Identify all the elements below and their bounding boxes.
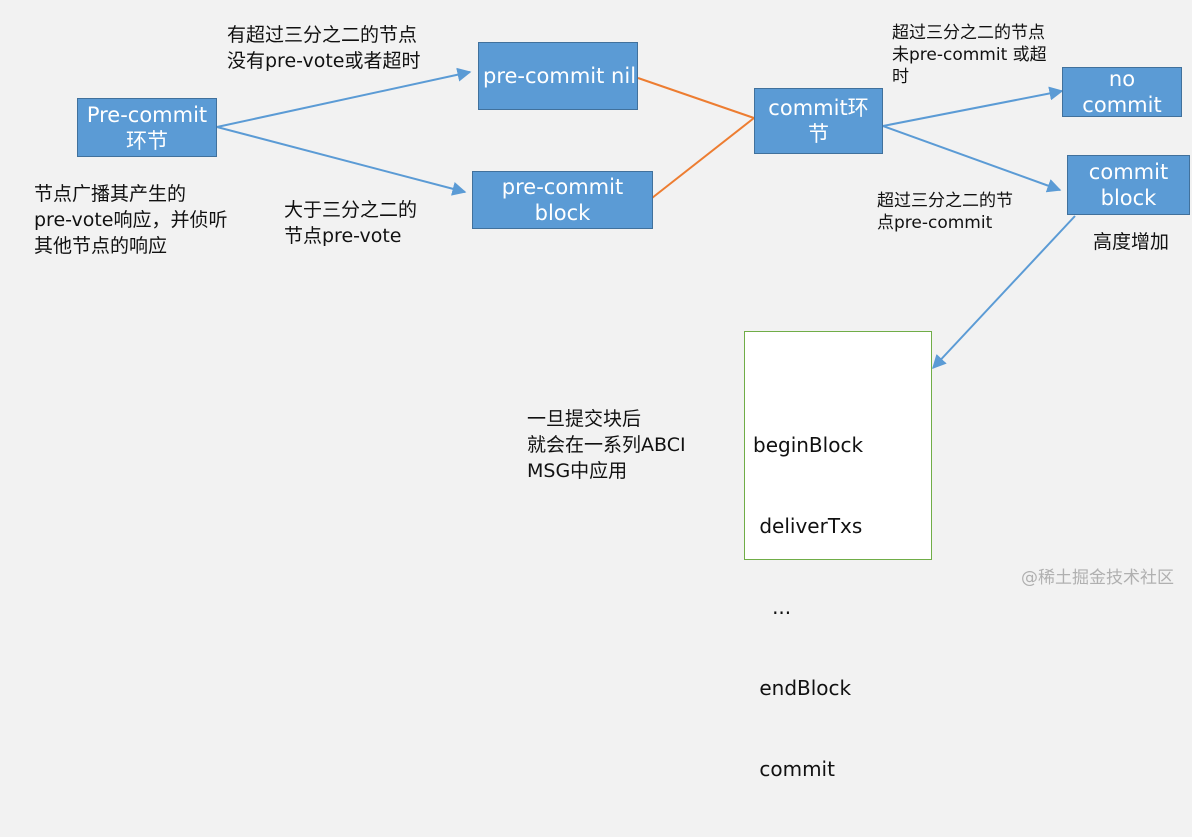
abci-line: beginBlock xyxy=(753,433,864,457)
edge-precommit-to-block xyxy=(216,126,467,196)
abci-line: commit xyxy=(753,757,835,781)
edge-precommit-to-nil xyxy=(216,67,472,128)
commit-stage-node: commit环 节 xyxy=(754,88,883,154)
label-over-two-thirds-prevote: 大于三分之二的 节点pre-vote xyxy=(284,197,417,249)
node-text-line: pre-commit nil xyxy=(483,64,637,88)
abci-message-list: beginBlock deliverTxs ... endBlock commi… xyxy=(753,378,863,837)
state-diagram: Pre-commit 环节 pre-commit nil pre-commit … xyxy=(34,22,1190,781)
label-line: 有超过三分之二的节点 xyxy=(227,24,418,46)
edge-nil-to-commit xyxy=(637,77,755,119)
edge-commitblock-to-abci xyxy=(932,215,1076,370)
node-text-line: 环节 xyxy=(126,128,168,153)
label-line: 其他节点的响应 xyxy=(34,235,168,257)
abci-line: ... xyxy=(753,595,792,619)
abci-message-box xyxy=(744,331,932,560)
edge-block-to-commit xyxy=(651,117,755,199)
abci-line: endBlock xyxy=(753,676,852,700)
label-line: 节点广播其产生的 xyxy=(34,183,187,205)
precommit-stage-node: Pre-commit 环节 xyxy=(77,98,217,157)
node-text-line: pre-commit xyxy=(501,175,624,199)
node-text-line: block xyxy=(534,201,591,225)
label-abci-note: 一旦提交块后 就会在一系列ABCI MSG中应用 xyxy=(527,406,686,484)
watermark: @稀土掘金技术社区 xyxy=(1021,568,1174,588)
label-line: 一旦提交块后 xyxy=(527,408,642,430)
diagram-edges xyxy=(216,67,1076,370)
edge-commit-to-commitblock xyxy=(882,125,1062,193)
commit-block-node: commit block xyxy=(1067,155,1190,215)
label-line: 就会在一系列ABCI xyxy=(527,434,686,456)
label-over-two-thirds-commit: 超过三分之二的节 点pre-commit xyxy=(877,190,1013,234)
label-line: 大于三分之二的 xyxy=(284,199,418,221)
label-line: 时 xyxy=(892,67,909,87)
label-line: 节点pre-vote xyxy=(284,225,402,247)
node-text-line: 节 xyxy=(807,122,829,146)
label-line: 高度增加 xyxy=(1093,231,1170,253)
node-text-line: commit xyxy=(1082,93,1162,117)
node-text-line: block xyxy=(1100,186,1157,210)
node-text-line: commit环 xyxy=(768,96,869,120)
label-line: 未pre-commit 或超 xyxy=(892,45,1047,65)
label-node-broadcast: 节点广播其产生的 pre-vote响应，并侦听 其他节点的响应 xyxy=(34,181,228,259)
precommit-block-node: pre-commit block xyxy=(472,171,653,229)
label-line: 没有pre-vote或者超时 xyxy=(227,50,421,72)
label-line: 超过三分之二的节 xyxy=(877,191,1013,211)
label-line: MSG中应用 xyxy=(527,460,628,482)
label-over-two-thirds-no-commit: 超过三分之二的节点 未pre-commit 或超 时 xyxy=(892,22,1047,88)
node-text-line: commit xyxy=(1088,160,1169,184)
label-line: 超过三分之二的节点 xyxy=(892,23,1045,43)
no-commit-node: no commit xyxy=(1062,67,1182,117)
precommit-nil-node: pre-commit nil xyxy=(478,42,638,110)
edge-commit-to-nocommit xyxy=(882,86,1064,127)
label-height-increase: 高度增加 xyxy=(1093,229,1169,255)
abci-line: deliverTxs xyxy=(753,514,863,538)
node-text-line: no xyxy=(1108,67,1136,91)
label-line: 点pre-commit xyxy=(877,213,993,233)
label-over-two-thirds-nil: 有超过三分之二的节点 没有pre-vote或者超时 xyxy=(227,22,421,74)
node-text-line: Pre-commit xyxy=(86,102,208,127)
label-line: pre-vote响应，并侦听 xyxy=(34,209,228,231)
